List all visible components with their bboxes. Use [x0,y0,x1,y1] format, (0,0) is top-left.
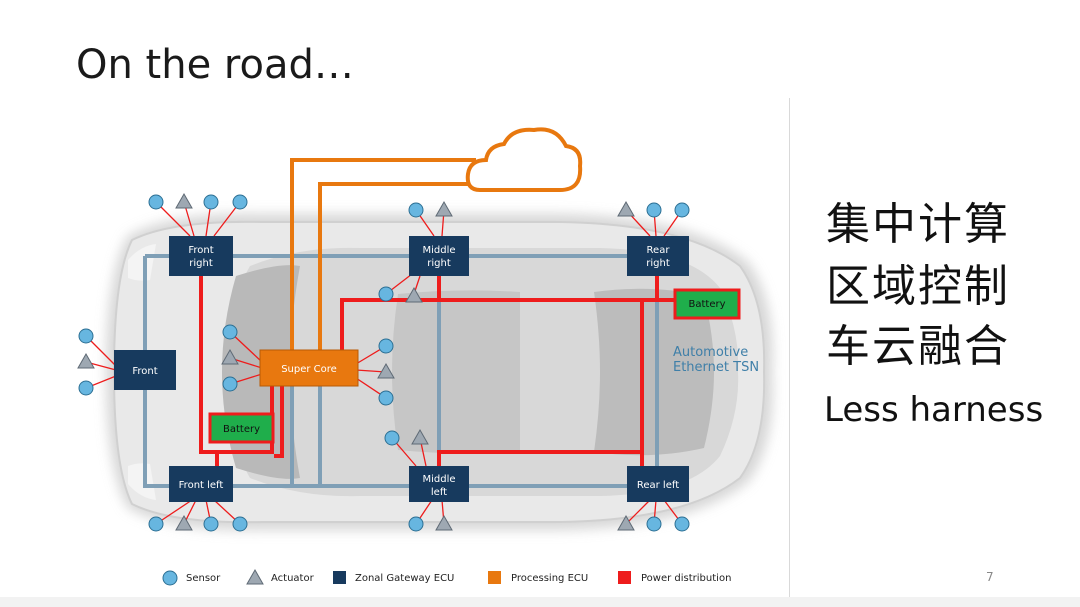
ecu-middle-right: Middle right [409,236,469,276]
chinese-line-3: 车云融合 [826,321,1010,372]
sensor-icon [148,516,164,532]
super-core: Super Core [259,349,359,387]
sensor-icon [203,194,219,210]
sensor-icon [222,376,238,392]
ecu-label: right [646,258,670,269]
sensor-icon [203,516,219,532]
sensor-icon [646,516,662,532]
slide-title: On the road… [76,42,354,88]
sensor-icon [646,202,662,218]
processing-ecu-swatch [488,571,501,584]
page-number: 7 [986,570,994,584]
ethernet-label: Ethernet TSN [673,360,759,375]
sensor-icon [378,390,394,406]
power-swatch [618,571,631,584]
ecu-front: Front [114,350,176,390]
sensor-icon [408,202,424,218]
battery-label: Battery [688,299,725,310]
zonal-ecu-swatch [333,571,346,584]
sensor-icon [232,516,248,532]
sensor-icon [378,338,394,354]
legend-processing-label: Processing ECU [511,573,588,584]
sensor-icon [674,202,690,218]
sensor-icon [378,286,394,302]
ecu-rear-left: Rear left [627,466,689,502]
ecu-middle-left: Middle left [409,466,469,502]
sensor-actuator-nodes [77,192,690,532]
ecu-label: Middle [422,245,455,256]
sensor-icon [78,328,94,344]
sensor-icon [384,430,400,446]
ecu-label: Rear left [637,480,679,491]
actuator-icon [435,514,453,531]
actuator-icon [77,352,95,369]
vertical-divider [789,98,790,598]
ecu-label: right [427,258,451,269]
actuator-icon [435,200,453,217]
ecu-label: Front [132,366,157,377]
legend-sensor-label: Sensor [186,573,221,584]
super-core-label: Super Core [281,364,337,375]
sensor-icon [232,194,248,210]
sensor-icon [148,194,164,210]
actuator-icon [175,514,193,531]
actuator-icon [377,362,395,379]
ecu-rear-right: Rear right [627,236,689,276]
actuator-icon [175,192,193,209]
actuator-icon [617,200,635,217]
ecu-front-right: Front right [169,236,233,276]
ecu-label: right [189,258,213,269]
battery-label: Battery [223,424,260,435]
sensor-icon [162,570,178,586]
legend-power-label: Power distribution [641,573,731,584]
footer-band [0,597,1080,607]
ecu-label: Rear [647,245,671,256]
actuator-icon [617,514,635,531]
sensor-icon [222,324,238,340]
ecu-label: Front [188,245,213,256]
chinese-line-1: 集中计算 [826,199,1010,250]
ethernet-label: Automotive [673,345,748,360]
cloud-icon [465,127,583,192]
sensor-icon [408,516,424,532]
chinese-line-2: 区域控制 [826,261,1010,312]
ecu-front-left: Front left [169,466,233,502]
less-harness-text: Less harness [824,390,1044,430]
sensor-icon [674,516,690,532]
sensor-icon [78,380,94,396]
legend: Sensor Actuator Zonal Gateway ECU Proces… [162,568,731,586]
processing-links [290,158,476,356]
battery-right: Battery [673,288,741,320]
battery-left: Battery [208,412,275,444]
actuator-icon [405,286,423,303]
legend-actuator-label: Actuator [271,573,315,584]
ecu-label: Front left [179,480,224,491]
actuator-icon [411,428,429,445]
actuator-icon [246,568,264,585]
actuator-icon [221,348,239,365]
ecu-label: Middle [422,474,455,485]
ecu-label: left [431,487,447,498]
legend-zonal-label: Zonal Gateway ECU [355,573,454,584]
